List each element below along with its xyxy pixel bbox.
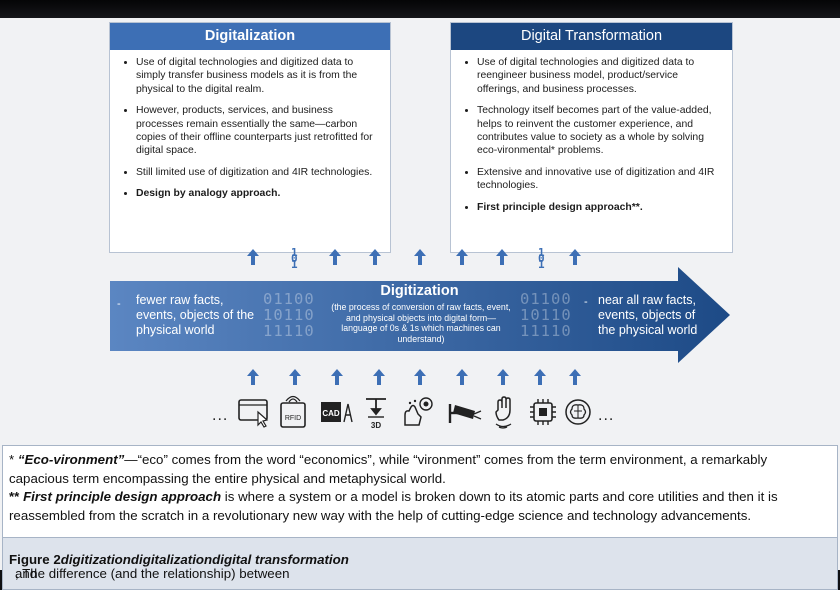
binary-digits-right: 01100 10110 11110	[520, 291, 572, 339]
caption-text: . The difference (and the relationship) …	[15, 566, 290, 581]
cad-label: CAD	[322, 409, 340, 418]
caption-term: digital transformation	[212, 552, 349, 567]
list-item: Extensive and innovative use of digitiza…	[477, 166, 722, 193]
up-arrow-icon	[288, 368, 302, 386]
footnotes-panel: * “Eco-vironment”—“eco” comes from the w…	[2, 445, 838, 590]
smart-hand-icon	[491, 396, 519, 435]
binary-line: 11110	[263, 322, 315, 340]
up-arrow-icon	[496, 368, 510, 386]
up-arrow-icon	[455, 248, 469, 266]
technology-icon-row: ... RFID CAD 3D	[0, 393, 840, 439]
cad-icon: CAD	[320, 398, 354, 433]
caption-label: Figure 2	[9, 552, 61, 567]
up-arrow-icon	[533, 368, 547, 386]
digital-transformation-title: Digital Transformation	[451, 23, 732, 50]
up-arrow-icon	[413, 248, 427, 266]
binary-digits-left: 01100 10110 11110	[263, 291, 315, 339]
up-arrow-icon	[495, 248, 509, 266]
top-dark-bar	[0, 0, 840, 18]
digitization-subtitle: (the process of conversion of raw facts,…	[331, 302, 511, 344]
up-arrow-icon	[413, 368, 427, 386]
cctv-camera-icon	[447, 401, 483, 432]
footnote-term: First principle design approach	[23, 489, 222, 504]
lower-arrow-row	[0, 368, 840, 386]
rfid-label: RFID	[285, 415, 301, 422]
binary-line: 01100	[520, 290, 572, 308]
list-item: Still limited use of digitization and 4I…	[136, 166, 380, 179]
digitalization-title: Digitalization	[110, 23, 390, 50]
list-item: First principle design approach**.	[477, 201, 722, 214]
digitalization-box: Digitalization Use of digital technologi…	[109, 22, 391, 253]
binary-line: 11110	[520, 322, 572, 340]
binary-line: 10110	[263, 306, 315, 324]
up-arrow-icon	[568, 248, 582, 266]
hand-sensor-icon	[402, 395, 436, 434]
left-text: fewer raw facts, events, objects of the …	[136, 293, 255, 337]
up-arrow-icon	[372, 368, 386, 386]
list-item: Use of digital technologies and digitize…	[477, 56, 722, 96]
list-item: Design by analogy approach.	[136, 187, 380, 200]
up-arrow-icon	[368, 248, 382, 266]
brain-ai-icon	[564, 397, 592, 432]
binary-line: 10110	[520, 306, 572, 324]
up-arrow-icon	[328, 248, 342, 266]
up-arrow-icon	[246, 368, 260, 386]
computer-click-icon	[238, 398, 272, 433]
digital-transformation-list: Use of digital technologies and digitize…	[451, 50, 732, 214]
figure-caption: Figure 2. The difference (and the relati…	[9, 552, 349, 581]
rfid-card-icon: RFID	[279, 395, 309, 434]
digitization-arrow-banner: - fewer raw facts, events, objects of th…	[110, 267, 732, 363]
footnote-marker: *	[9, 452, 15, 467]
caption-term: digitalization	[130, 552, 213, 567]
figure-caption-bar: Figure 2. The difference (and the relati…	[3, 537, 837, 589]
digitization-title: Digitization	[380, 283, 459, 299]
ellipsis-left: ...	[212, 407, 229, 424]
caption-end: .	[15, 566, 19, 581]
list-item: Use of digital technologies and digitize…	[136, 56, 380, 96]
digitalization-list: Use of digital technologies and digitize…	[110, 50, 390, 201]
caption-term: digitization	[60, 552, 131, 567]
figure-page: Digitalization Use of digital technologi…	[0, 18, 840, 590]
footnote-eco-vironment: * “Eco-vironment”—“eco” comes from the w…	[9, 451, 829, 488]
digital-transformation-box: Digital Transformation Use of digital te…	[450, 22, 733, 253]
footnote-marker: **	[9, 489, 20, 504]
list-item: However, products, services, and busines…	[136, 104, 380, 158]
footnote-term: “Eco-vironment”	[17, 452, 125, 467]
footnote-first-principle: ** First principle design approach is wh…	[9, 488, 829, 525]
three-d-label: 3D	[371, 421, 381, 430]
up-arrow-icon	[246, 248, 260, 266]
up-arrow-icon	[568, 368, 582, 386]
processor-chip-icon	[528, 397, 558, 432]
list-item: Technology itself becomes part of the va…	[477, 104, 722, 158]
footnote-text: —“eco” comes from the word “economics”, …	[9, 452, 768, 486]
right-text: near all raw facts, events, objects of t…	[598, 293, 698, 337]
3d-print-icon: 3D	[362, 395, 390, 436]
up-arrow-icon	[330, 368, 344, 386]
footnote-text: is where a system or a model is broken d…	[9, 489, 778, 523]
ellipsis-right: ...	[598, 407, 615, 424]
up-arrow-icon	[455, 368, 469, 386]
footnotes: * “Eco-vironment”—“eco” comes from the w…	[9, 451, 829, 525]
binary-line: 01100	[263, 290, 315, 308]
